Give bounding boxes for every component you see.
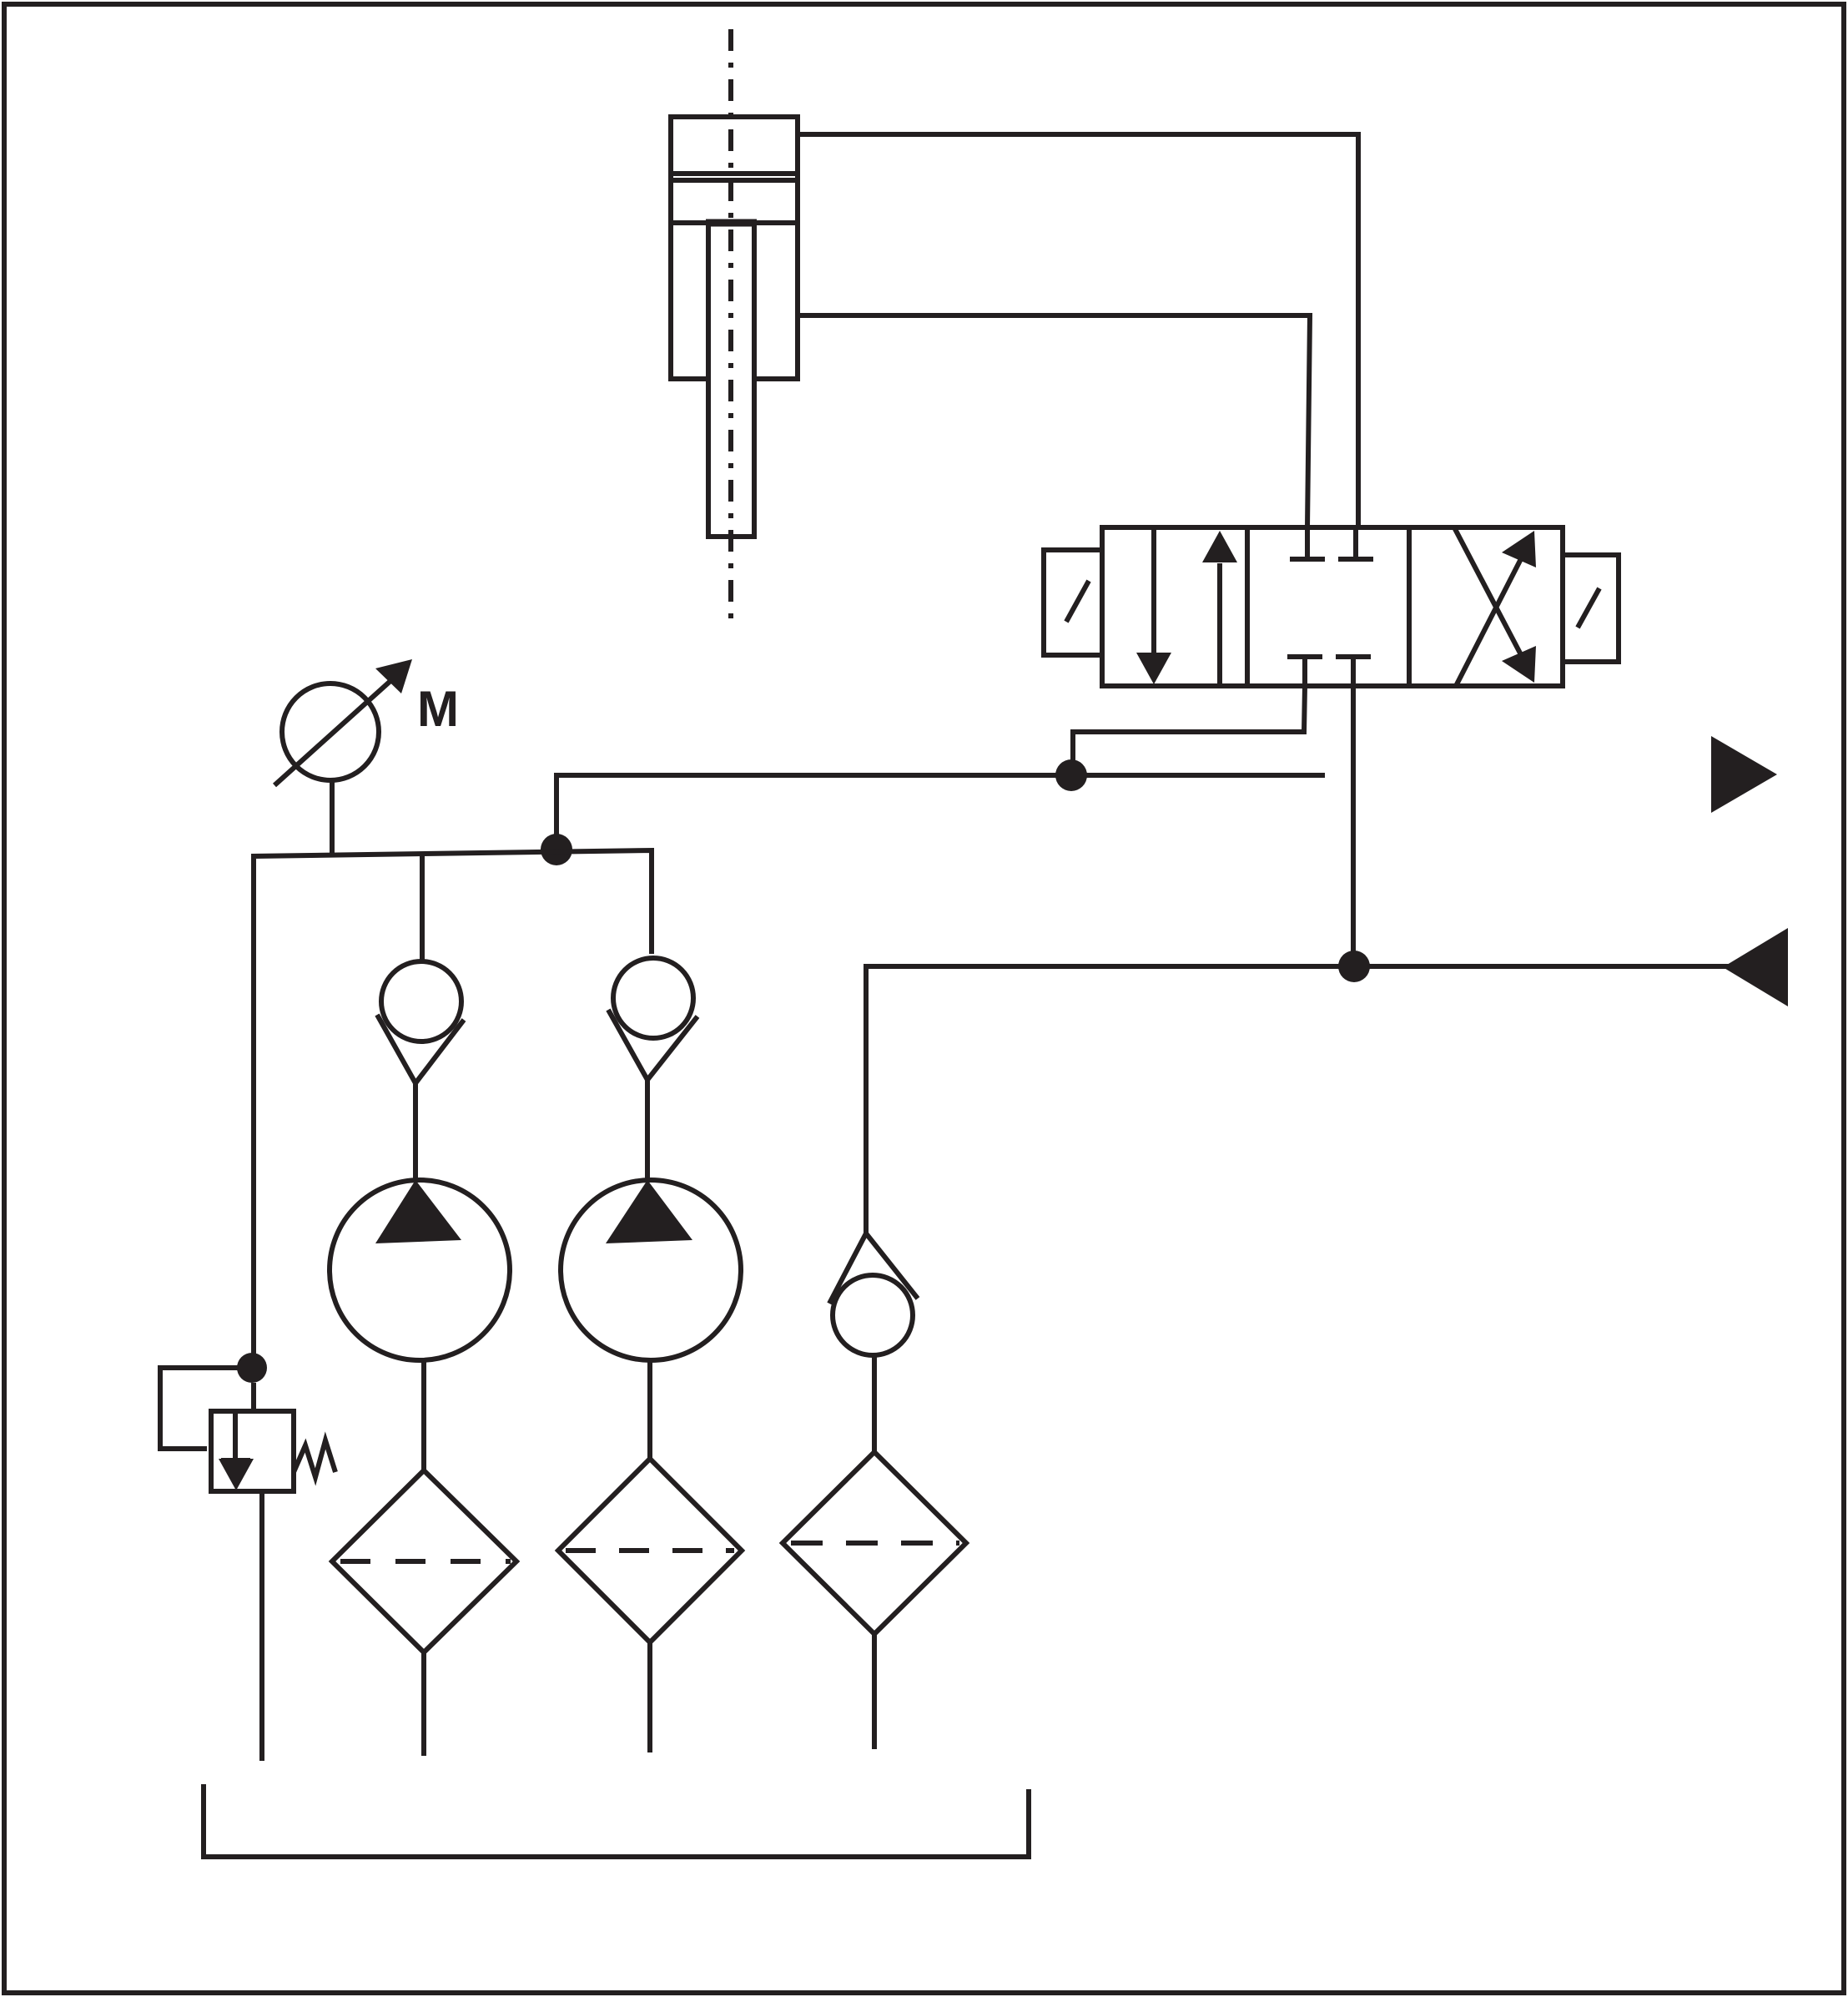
directional-control-valve <box>1041 525 1621 688</box>
junction-dot <box>1338 951 1370 982</box>
pressure-gauge: M <box>272 659 459 855</box>
return-branch <box>778 1228 970 1749</box>
pump-branch-1 <box>327 959 521 1756</box>
junction-dot <box>1055 759 1087 791</box>
return-inlet-arrow <box>1723 928 1788 1006</box>
cylinder-cap-port-line <box>798 132 1361 527</box>
valve-pressure-port-line <box>1070 685 1307 774</box>
cylinder-rod-port-line <box>798 313 1313 528</box>
hydraulic-cylinder <box>668 114 800 539</box>
tank-reservoir <box>201 1784 1031 1859</box>
return-main-line <box>864 964 1731 1233</box>
pump-branch-2 <box>554 956 746 1752</box>
pressure-relief-valve <box>158 1365 338 1761</box>
gauge-label: M <box>417 681 459 737</box>
pressure-main-line <box>554 773 1325 850</box>
pressure-outlet-arrow <box>1711 736 1777 813</box>
pump-header-line <box>251 847 654 1368</box>
